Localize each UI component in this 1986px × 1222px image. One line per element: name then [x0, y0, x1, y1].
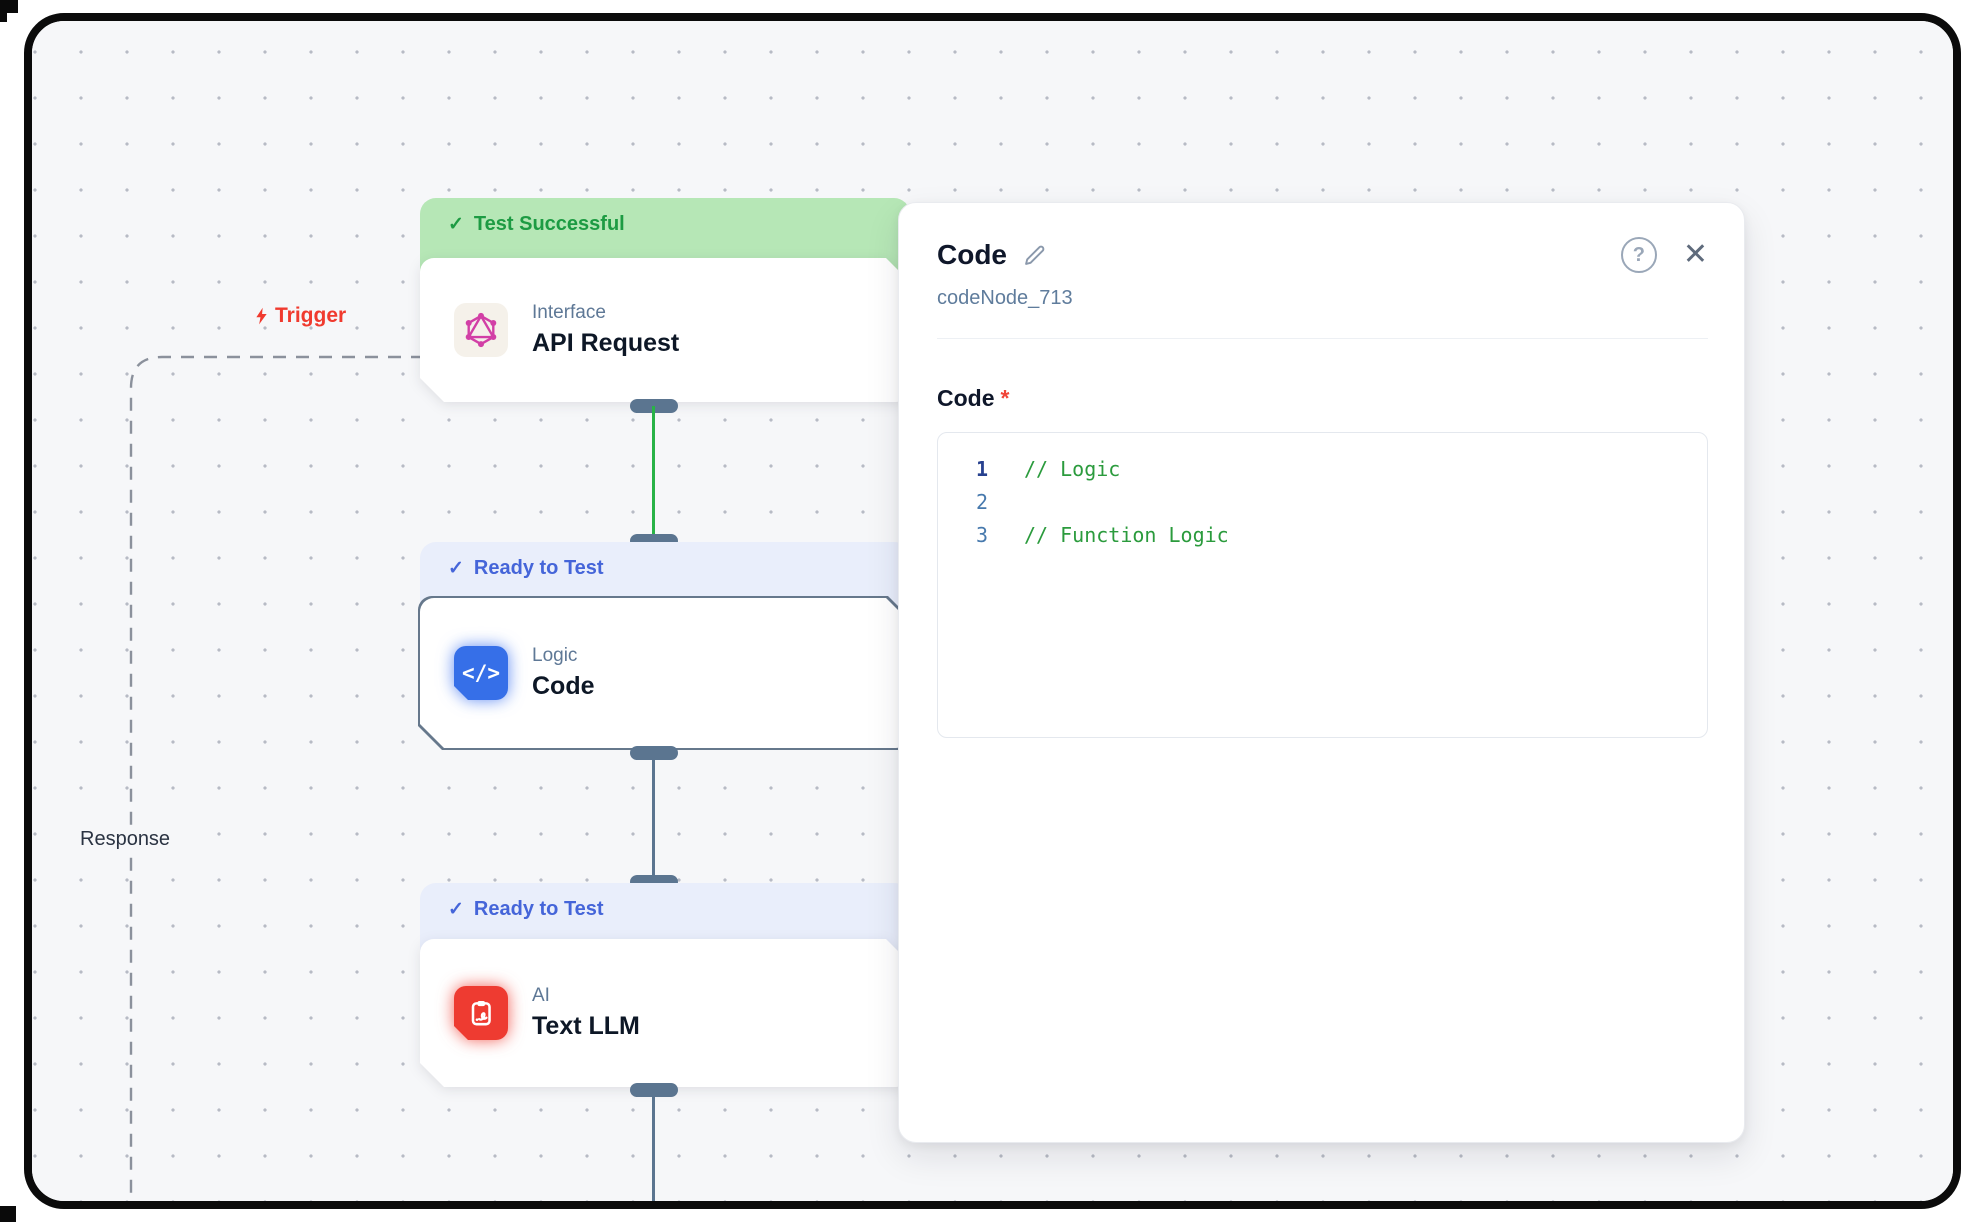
code-line-3[interactable]: 3 // Function Logic	[938, 519, 1707, 552]
node-icon-wrap	[454, 986, 508, 1040]
check-icon: ✓	[448, 558, 464, 579]
node-title: API Request	[532, 329, 680, 357]
response-label-text: Response	[80, 828, 171, 850]
edge-llm-down	[652, 1090, 655, 1201]
required-marker: *	[1000, 385, 1010, 411]
clipboard-pen-icon	[454, 986, 508, 1040]
lightning-icon	[256, 307, 267, 325]
node-id-label: codeNode_713	[937, 287, 1073, 309]
code-icon: </>	[454, 646, 508, 700]
line-number: 1	[975, 457, 988, 481]
trigger-label-text: Trigger	[275, 304, 347, 327]
node-status-text: Ready to Test	[473, 898, 604, 920]
close-panel-button[interactable]: ✕	[1683, 240, 1708, 270]
code-glyph: </>	[462, 661, 500, 685]
check-icon: ✓	[448, 899, 464, 920]
code-line-1[interactable]: 1 // Logic	[938, 453, 1707, 486]
node-text-llm[interactable]: AI Text LLM	[420, 939, 910, 1087]
node-title: Text LLM	[532, 1012, 640, 1040]
graphql-icon	[454, 303, 508, 357]
node-title: Code	[532, 672, 595, 700]
edge-code-to-llm	[652, 753, 655, 879]
line-number: 2	[975, 490, 988, 514]
corner-artifact-bottom-left	[0, 1206, 16, 1222]
canvas-frame: Trigger Response ✓ Test Successful	[24, 13, 1961, 1209]
trigger-label: Trigger	[252, 304, 346, 328]
pencil-icon	[1025, 245, 1045, 265]
node-code[interactable]: </> Logic Code	[420, 598, 910, 748]
line-number: 3	[975, 523, 988, 547]
response-label: Response	[72, 826, 179, 853]
code-field-label: Code	[937, 385, 995, 411]
help-button[interactable]: ?	[1620, 237, 1657, 273]
panel-title: Code	[937, 239, 1007, 270]
node-status-text: Ready to Test	[473, 557, 604, 579]
help-icon: ?	[1632, 243, 1645, 266]
node-category: Logic	[532, 645, 578, 666]
close-icon: ✕	[1682, 238, 1708, 271]
workflow-canvas[interactable]: Trigger Response ✓ Test Successful	[32, 21, 1953, 1201]
code-content: // Function Logic	[1024, 523, 1229, 547]
corner-artifact-top-left-2	[0, 0, 7, 22]
node-icon-wrap	[454, 303, 508, 357]
code-editor[interactable]: 1 // Logic 2 3 // Function Logic	[937, 432, 1708, 738]
node-icon-wrap: </>	[454, 646, 508, 700]
node-config-panel: Code ? ✕ codeNode_	[898, 202, 1745, 1143]
panel-divider	[937, 338, 1708, 339]
code-content: // Logic	[1024, 457, 1121, 481]
node-status-text: Test Successful	[473, 213, 625, 235]
response-wire	[129, 355, 424, 1201]
node-category: Interface	[532, 302, 606, 323]
node-category: AI	[532, 985, 550, 1006]
check-icon: ✓	[448, 214, 464, 235]
code-line-2[interactable]: 2	[938, 486, 1707, 519]
edge-api-to-code	[652, 406, 655, 540]
node-api-request[interactable]: Interface API Request	[420, 258, 910, 402]
edit-title-button[interactable]	[1021, 242, 1048, 269]
